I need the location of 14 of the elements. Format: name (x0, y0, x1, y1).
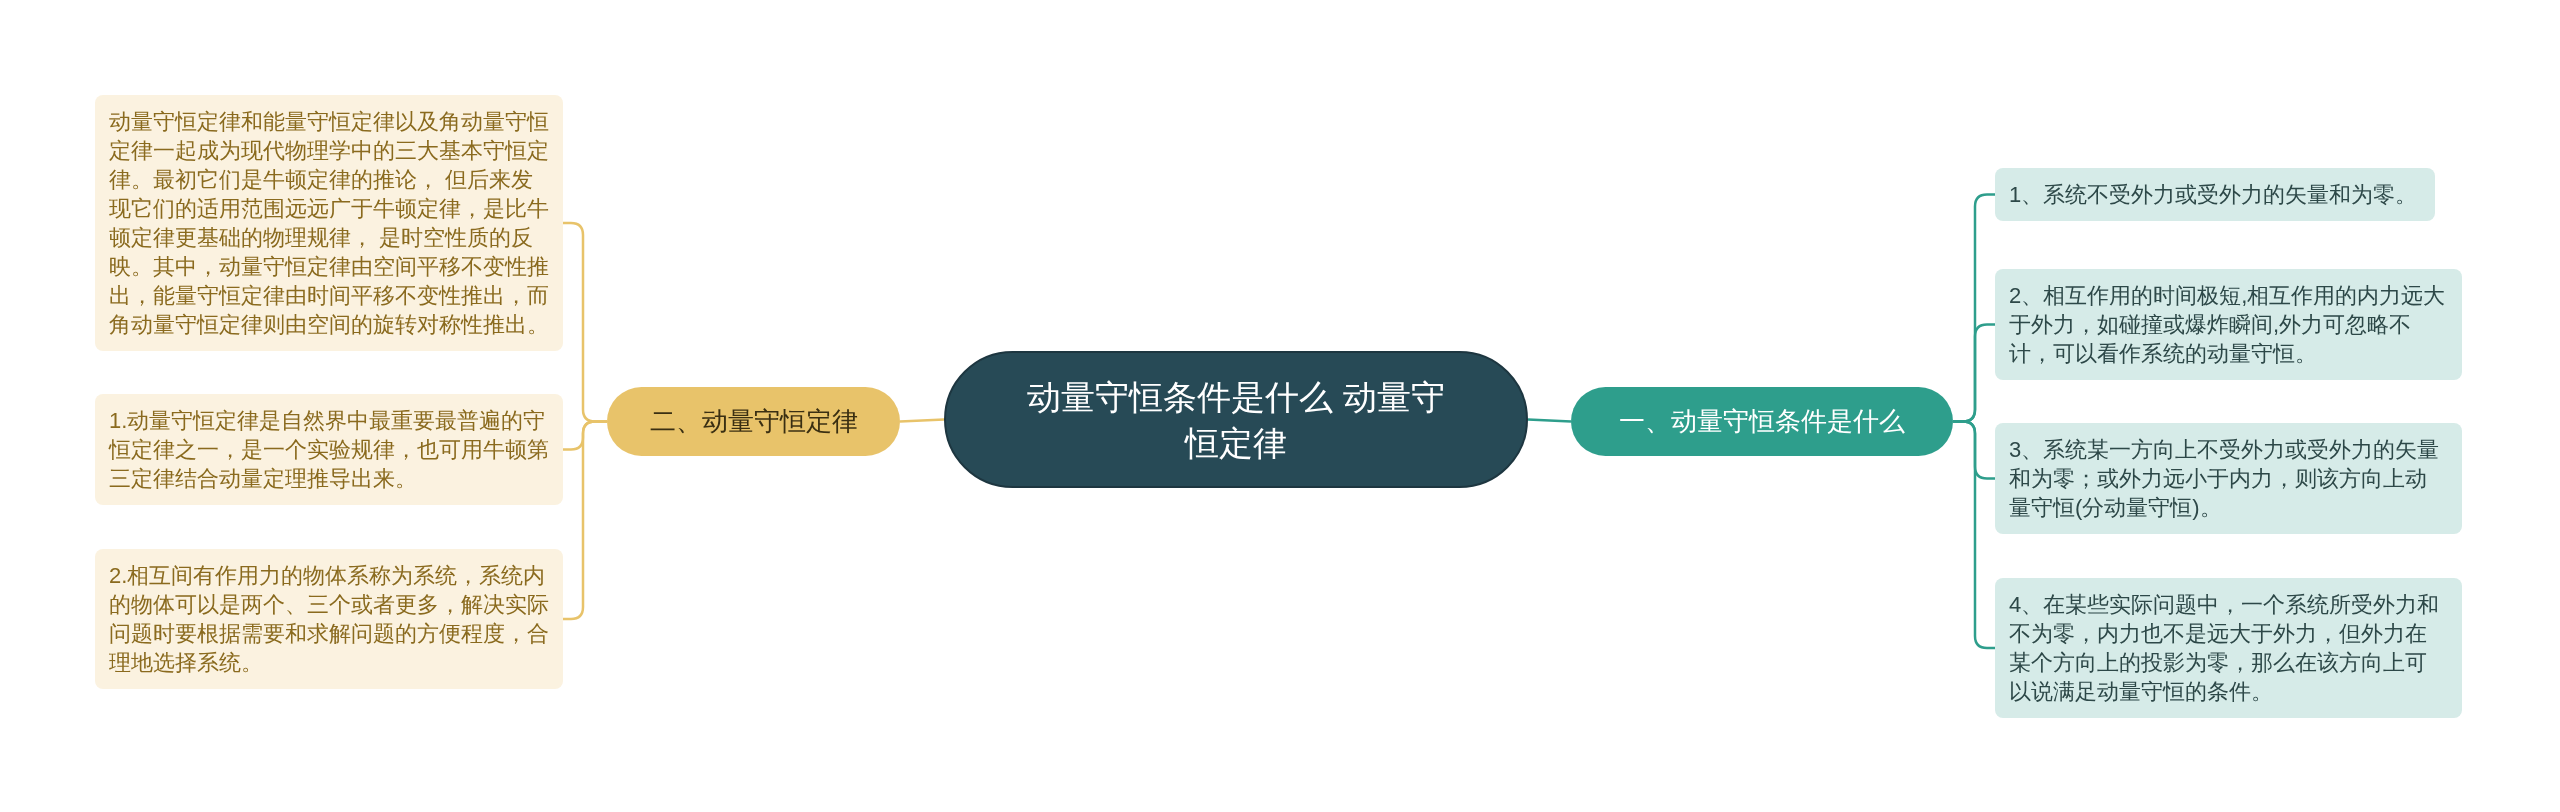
branch-topic: 一、动量守恒条件是什么 (1571, 387, 1953, 456)
branch-topic: 二、动量守恒定律 (607, 387, 900, 456)
note-card: 4、在某些实际问题中，一个系统所受外力和不为零，内力也不是远大于外力，但外力在某个方向上的投影为零，那么在该方向上可以说满足动量守恒的条件。 (1995, 578, 2462, 718)
note-card: 2.相互间有作用力的物体系称为系统，系统内的物体可以是两个、三个或者更多，解决实际问题时要根据需要和求解问题的方便程度，合理地选择系统。 (95, 549, 563, 689)
note-card: 1.动量守恒定律是自然界中最重要最普遍的守恒定律之一，是一个实验规律，也可用牛顿第三定律结合动量定理推导出来。 (95, 394, 563, 505)
note-card: 2、相互作用的时间极短,相互作用的内力远大于外力，如碰撞或爆炸瞬间,外力可忽略不计，可以看作系统的动量守恒。 (1995, 269, 2462, 380)
connector-line (899, 418, 945, 423)
note-card: 1、系统不受外力或受外力的矢量和为零。 (1995, 168, 2435, 221)
connector-line (563, 420, 607, 621)
connector-line (1953, 420, 1995, 650)
central-topic: 动量守恒条件是什么 动量守恒定律 (944, 351, 1528, 488)
note-card: 动量守恒定律和能量守恒定律以及角动量守恒定律一起成为现代物理学中的三大基本守恒定律。最初它们是牛顿定律的推论， 但后来发现它们的适用范围远远广于牛顿定律，是比牛顿定律更基础的物理规律， 是时空性质的反映。其中，动量守恒定律由空间平移不变性推出，能量守恒定律由时间平移不变性推出，而角动量守恒定律则由空间的旋转对称性推出。 (95, 95, 563, 351)
connector-line (1527, 418, 1572, 423)
note-card: 3、系统某一方向上不受外力或受外力的矢量和为零；或外力远小于内力，则该方向上动量守恒(分动量守恒)。 (1995, 423, 2462, 534)
